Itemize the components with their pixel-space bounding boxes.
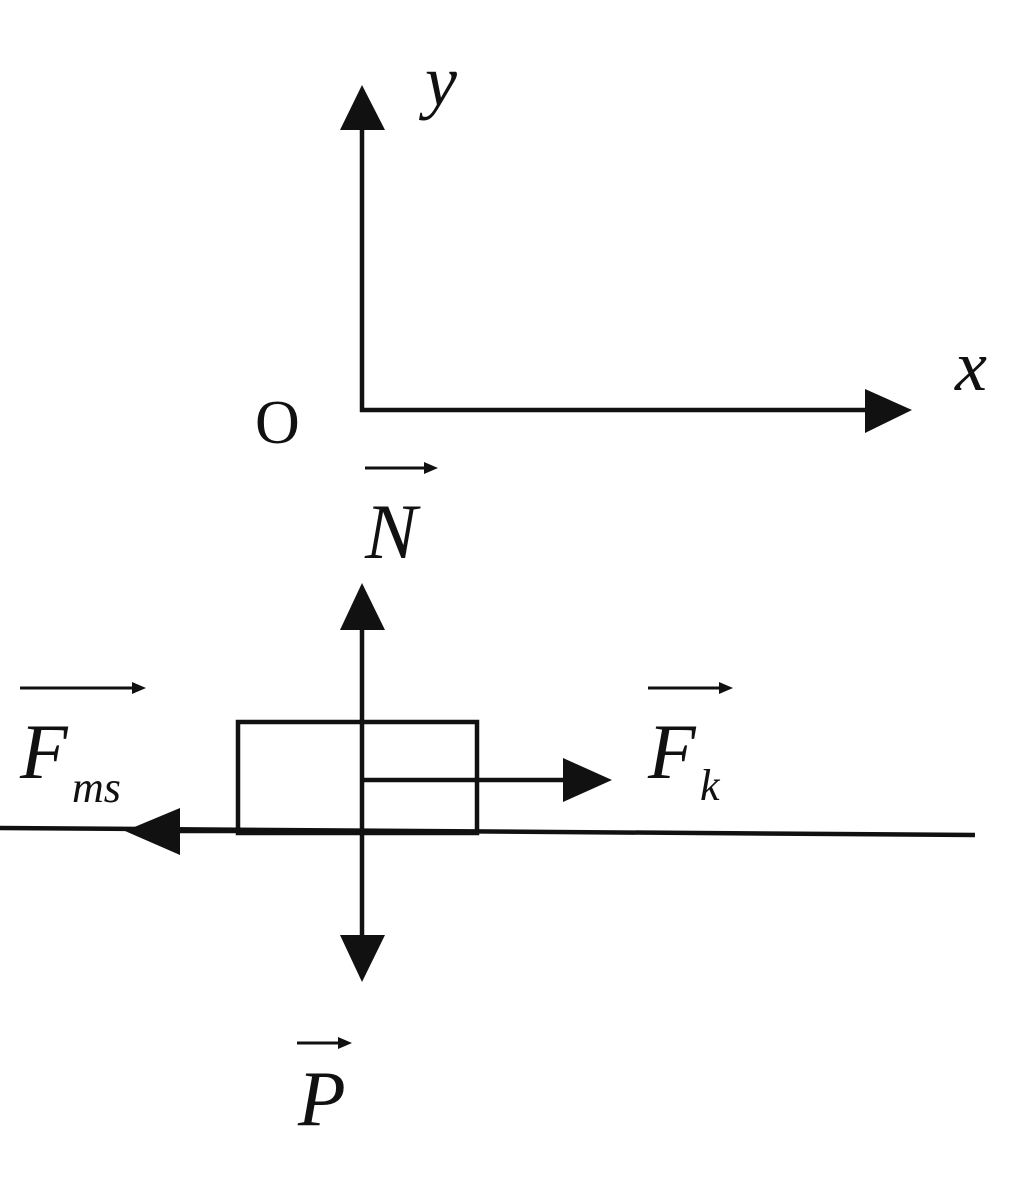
- x-axis-label: x: [954, 326, 987, 406]
- svg-text:ms: ms: [72, 763, 121, 812]
- svg-text:N: N: [364, 488, 421, 575]
- traction-arrowhead: [563, 758, 612, 802]
- svg-text:F: F: [19, 708, 69, 795]
- x-axis-arrowhead: [865, 389, 912, 433]
- svg-text:F: F: [647, 708, 697, 795]
- friction-force-label: F ms: [19, 682, 146, 812]
- block: [235, 719, 480, 836]
- normal-arrowhead: [340, 583, 385, 630]
- weight-force-label: P: [297, 1037, 352, 1142]
- friction-arrowhead: [125, 808, 180, 855]
- svg-text:k: k: [700, 761, 721, 810]
- weight-arrowhead: [340, 935, 385, 982]
- y-axis-arrowhead: [340, 85, 385, 130]
- origin-label: O: [255, 389, 300, 457]
- y-axis-label: y: [418, 41, 457, 121]
- svg-text:P: P: [297, 1055, 346, 1142]
- normal-force-label: N: [364, 462, 438, 575]
- traction-force-label: F k: [647, 682, 733, 810]
